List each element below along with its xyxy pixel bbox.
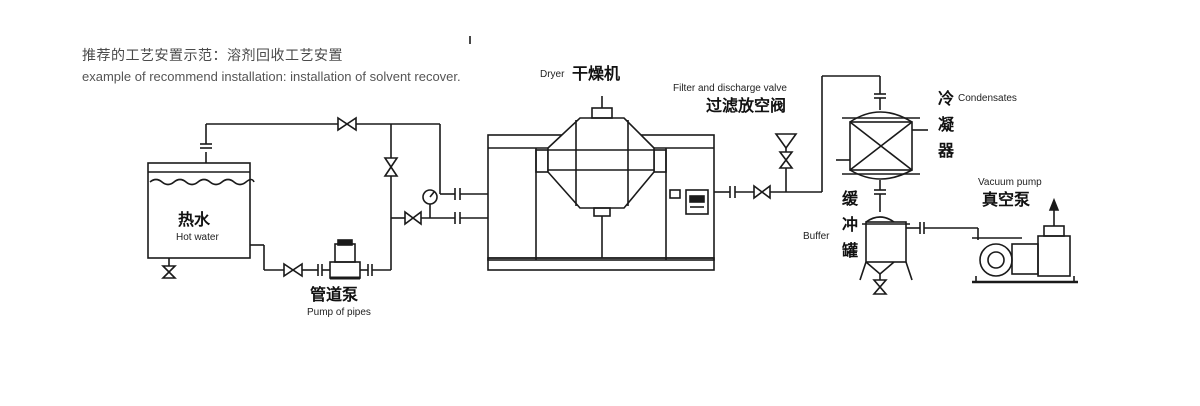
hot-water-tank (147, 162, 255, 279)
pipe-pump-label-zh: 管道泵 (310, 285, 359, 304)
buffer-tank (859, 216, 979, 295)
dryer-label-en: Dryer (540, 69, 565, 80)
filter-valve-label-en: Filter and discharge valve (673, 83, 787, 94)
filter-discharge-valve-icon (778, 151, 794, 169)
bypass-pipe (383, 124, 399, 270)
buffer-drain-valve-icon (872, 279, 888, 295)
caption-en: example of recommend installation: insta… (82, 69, 461, 84)
tank-drain-valve-icon (161, 265, 177, 279)
vacuum-pump-label-zh: 真空泵 (982, 190, 1031, 209)
dryer-label-zh: 干燥机 (572, 64, 621, 83)
line-valve-icon (753, 184, 771, 200)
pump-inlet-valve-icon (283, 262, 303, 278)
pipe-pump-label-en: Pump of pipes (307, 307, 371, 318)
bypass-valve-icon (383, 157, 399, 177)
buffer-tank-label-en: Buffer (803, 231, 830, 242)
pressure-gauge-icon (422, 189, 438, 205)
vacuum-pump-label-en: Vacuum pump (978, 177, 1042, 188)
filter-valve-label-zh: 过滤放空阀 (706, 96, 787, 115)
hot-water-label-zh: 热水 (178, 210, 211, 229)
condenser-label-zh: 冷凝器 (935, 90, 954, 168)
condenser-label-en: Condensates (958, 93, 1017, 104)
feed-valve-icon (404, 210, 422, 226)
dryer-feed-pipe (391, 188, 488, 226)
caption-zh: 推荐的工艺安置示范：溶剂回收工艺安置 (82, 48, 343, 64)
pipe-pump (329, 239, 361, 280)
hot-water-label-en: Hot water (176, 232, 219, 243)
return-valve-icon (337, 116, 357, 132)
filter-funnel-icon (774, 133, 798, 150)
vacuum-pump (972, 197, 1078, 284)
buffer-tank-label-zh: 缓冲罐 (839, 190, 858, 268)
vapor-line (714, 75, 886, 200)
hot-water-return-pipe (200, 116, 455, 195)
pump-line (250, 244, 391, 278)
double-cone-dryer (487, 96, 715, 271)
condenser (836, 111, 928, 212)
